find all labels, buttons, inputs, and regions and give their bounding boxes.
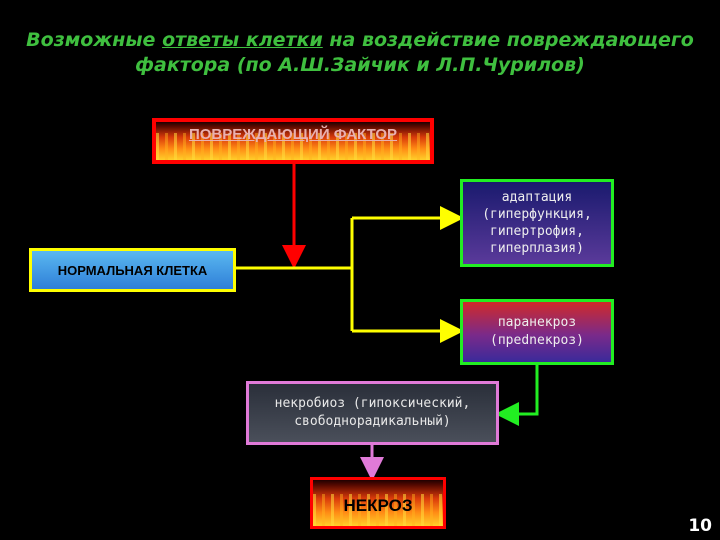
paranecrosis-line: (прednекроз) [490,333,584,348]
necrobiosis-line: свободнорадикальный) [294,414,451,429]
necrosis-box: НЕКРОЗ [310,477,446,529]
normal-cell-box: НОРМАЛЬНАЯ КЛЕТКА [29,248,236,292]
adaptation-line: гипертрофия, [490,224,584,239]
paranecrosis-line: паранекроз [497,315,577,330]
title-part-1: Возможные [26,29,163,51]
adaptation-line: адаптация [501,190,573,205]
arrow-to-necrobiosis [495,365,539,426]
adaptation-box: адаптация (гиперфункция, гипертрофия, ги… [460,179,614,267]
title-part-2: на воздействие повреждающего [322,29,694,51]
adaptation-line: гиперплазия) [490,241,584,256]
paranecrosis-box: паранекроз (прednекроз) [460,299,614,365]
page-number: 10 [688,516,712,536]
title-line-2: фактора (по А.Ш.Зайчик и Л.П.Чурилов) [135,54,585,76]
damaging-factor-label: ПОВРЕЖДАЮЩИЙ ФАКТОР [188,125,398,143]
fire-decoration [313,493,443,526]
normal-cell-label: НОРМАЛЬНАЯ КЛЕТКА [57,262,208,278]
slide-title: Возможные ответы клетки на воздействие п… [20,28,700,78]
necrobiosis-box: некробиоз (гипоксический, свободнорадика… [246,381,499,445]
necrobiosis-line: некробиоз (гипоксический, [274,396,471,411]
adaptation-line: (гиперфункция, [482,207,592,222]
damaging-factor-box: ПОВРЕЖДАЮЩИЙ ФАКТОР [152,118,434,164]
title-underlined: ответы клетки [162,29,323,51]
necrosis-label: НЕКРОЗ [343,496,413,515]
fire-decoration [156,133,430,160]
